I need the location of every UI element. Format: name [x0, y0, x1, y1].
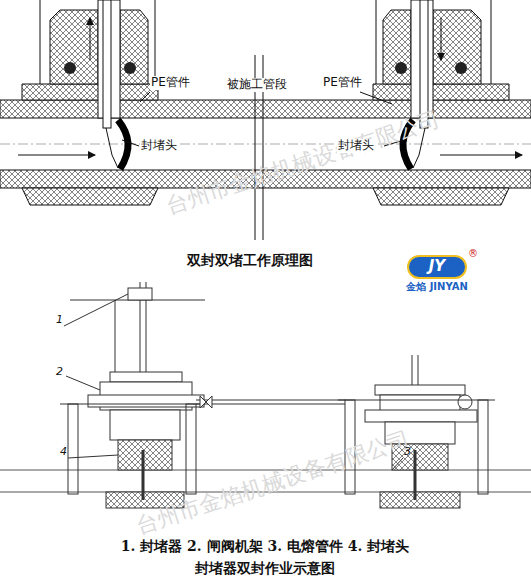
- diagram-caption: 封堵器双封作业示意图: [195, 560, 335, 576]
- logo-registered: ®: [468, 248, 478, 260]
- callout-number: 1: [56, 314, 63, 327]
- callout-number: 4: [60, 446, 67, 459]
- watermark: 台州市金焰机械设备有限公司: [133, 426, 413, 538]
- callout-number: 2: [56, 366, 63, 379]
- diagram-title: 双封双堵工作原理图: [187, 252, 313, 268]
- part-label: PE管件: [150, 76, 191, 90]
- callout-number: 3: [404, 446, 411, 459]
- part-label: 被施工管段: [226, 78, 288, 92]
- part-label: 封堵头: [337, 139, 375, 153]
- logo-mark: JY: [429, 258, 445, 275]
- part-label: PE管件: [322, 76, 363, 90]
- part-label: 封堵头: [140, 139, 178, 153]
- caption-legend: 1. 封堵器 2. 闸阀机架 3. 电熔管件 4. 封堵头: [121, 538, 410, 554]
- logo-text: 金焰 JINYAN: [406, 281, 468, 293]
